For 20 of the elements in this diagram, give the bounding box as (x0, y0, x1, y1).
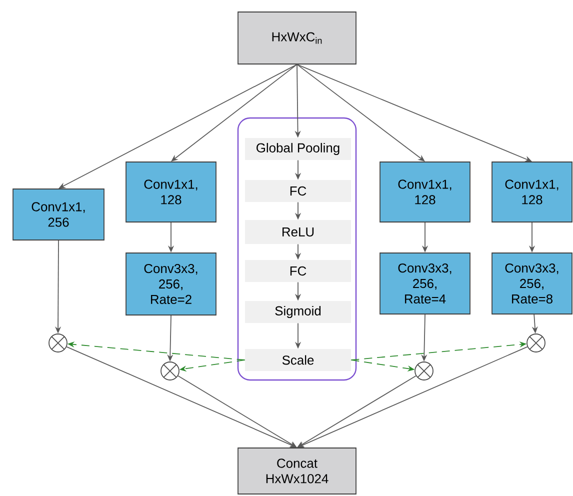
conv-box: Conv1x1, 128 (380, 162, 470, 222)
step-box: FC (245, 260, 351, 282)
conv-box: Conv3x3, 256, Rate=2 (126, 252, 216, 316)
conv-box: Conv1x1, 256 (12, 188, 104, 240)
conv-box: Conv1x1, 128 (126, 162, 216, 222)
step-box: Scale (245, 349, 351, 371)
multiply-symbol (160, 362, 180, 380)
conv-box: Conv1x1, 128 (492, 162, 572, 222)
multiply-symbol (48, 334, 68, 352)
conv-box: Conv3x3, 256, Rate=8 (492, 252, 572, 314)
multiply-symbol (526, 334, 546, 352)
conv-box: Conv3x3, 256, Rate=4 (380, 252, 470, 314)
step-box: Global Pooling (245, 138, 351, 160)
step-box: Sigmoid (245, 301, 351, 323)
tensor-box: Concat HxWx1024 (238, 448, 356, 494)
step-box: ReLU (245, 220, 351, 244)
step-box: FC (245, 180, 351, 202)
attention-frame (237, 117, 357, 381)
tensor-box: HxWxC$_{in}$ (238, 12, 356, 64)
multiply-symbol (414, 362, 434, 380)
